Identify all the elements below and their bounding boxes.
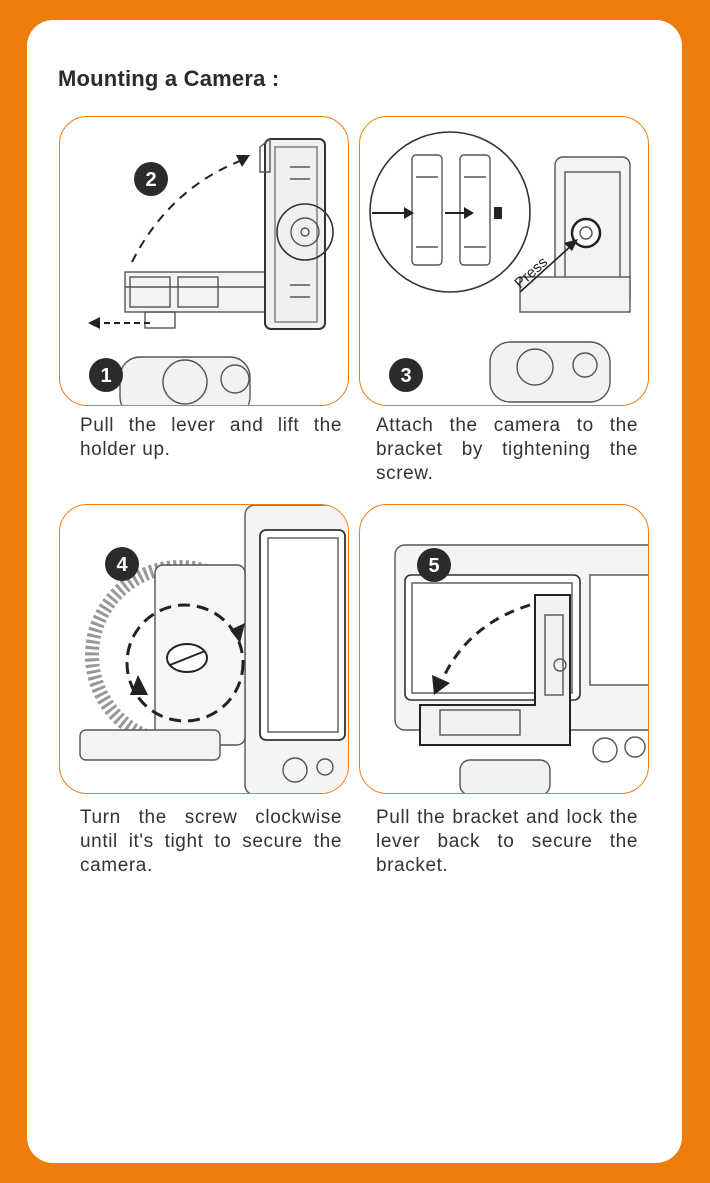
step-1-number: 1 <box>100 365 111 387</box>
step-4-badge-icon <box>105 547 139 581</box>
step-1-badge-icon <box>89 358 123 392</box>
step-3-number: 3 <box>400 365 411 387</box>
step-4-number: 4 <box>116 554 128 576</box>
step-3-caption: Attach the camera to the bracket by tigh… <box>376 415 638 484</box>
step-2-number: 2 <box>145 169 156 191</box>
step-5-badge-icon <box>417 548 451 582</box>
step-1-caption: Pull the lever and lift the holder up. <box>80 415 342 460</box>
illustration-tighten-screw: 4 <box>59 504 349 794</box>
illustration-lock-bracket: 5 <box>359 504 649 794</box>
page-title: Mounting a Camera : <box>58 66 280 91</box>
step-3-badge-icon <box>389 358 423 392</box>
step-2-badge-icon <box>134 162 168 196</box>
step-5-number: 5 <box>428 555 439 577</box>
step-5-caption: Pull the bracket and lock the lever back… <box>376 807 638 876</box>
step-4-caption: Turn the screw clockwise until it's tigh… <box>80 807 342 876</box>
illustration-attach-camera: Press 3 <box>359 116 649 406</box>
illustration-lift-holder: 1 2 <box>59 116 349 406</box>
